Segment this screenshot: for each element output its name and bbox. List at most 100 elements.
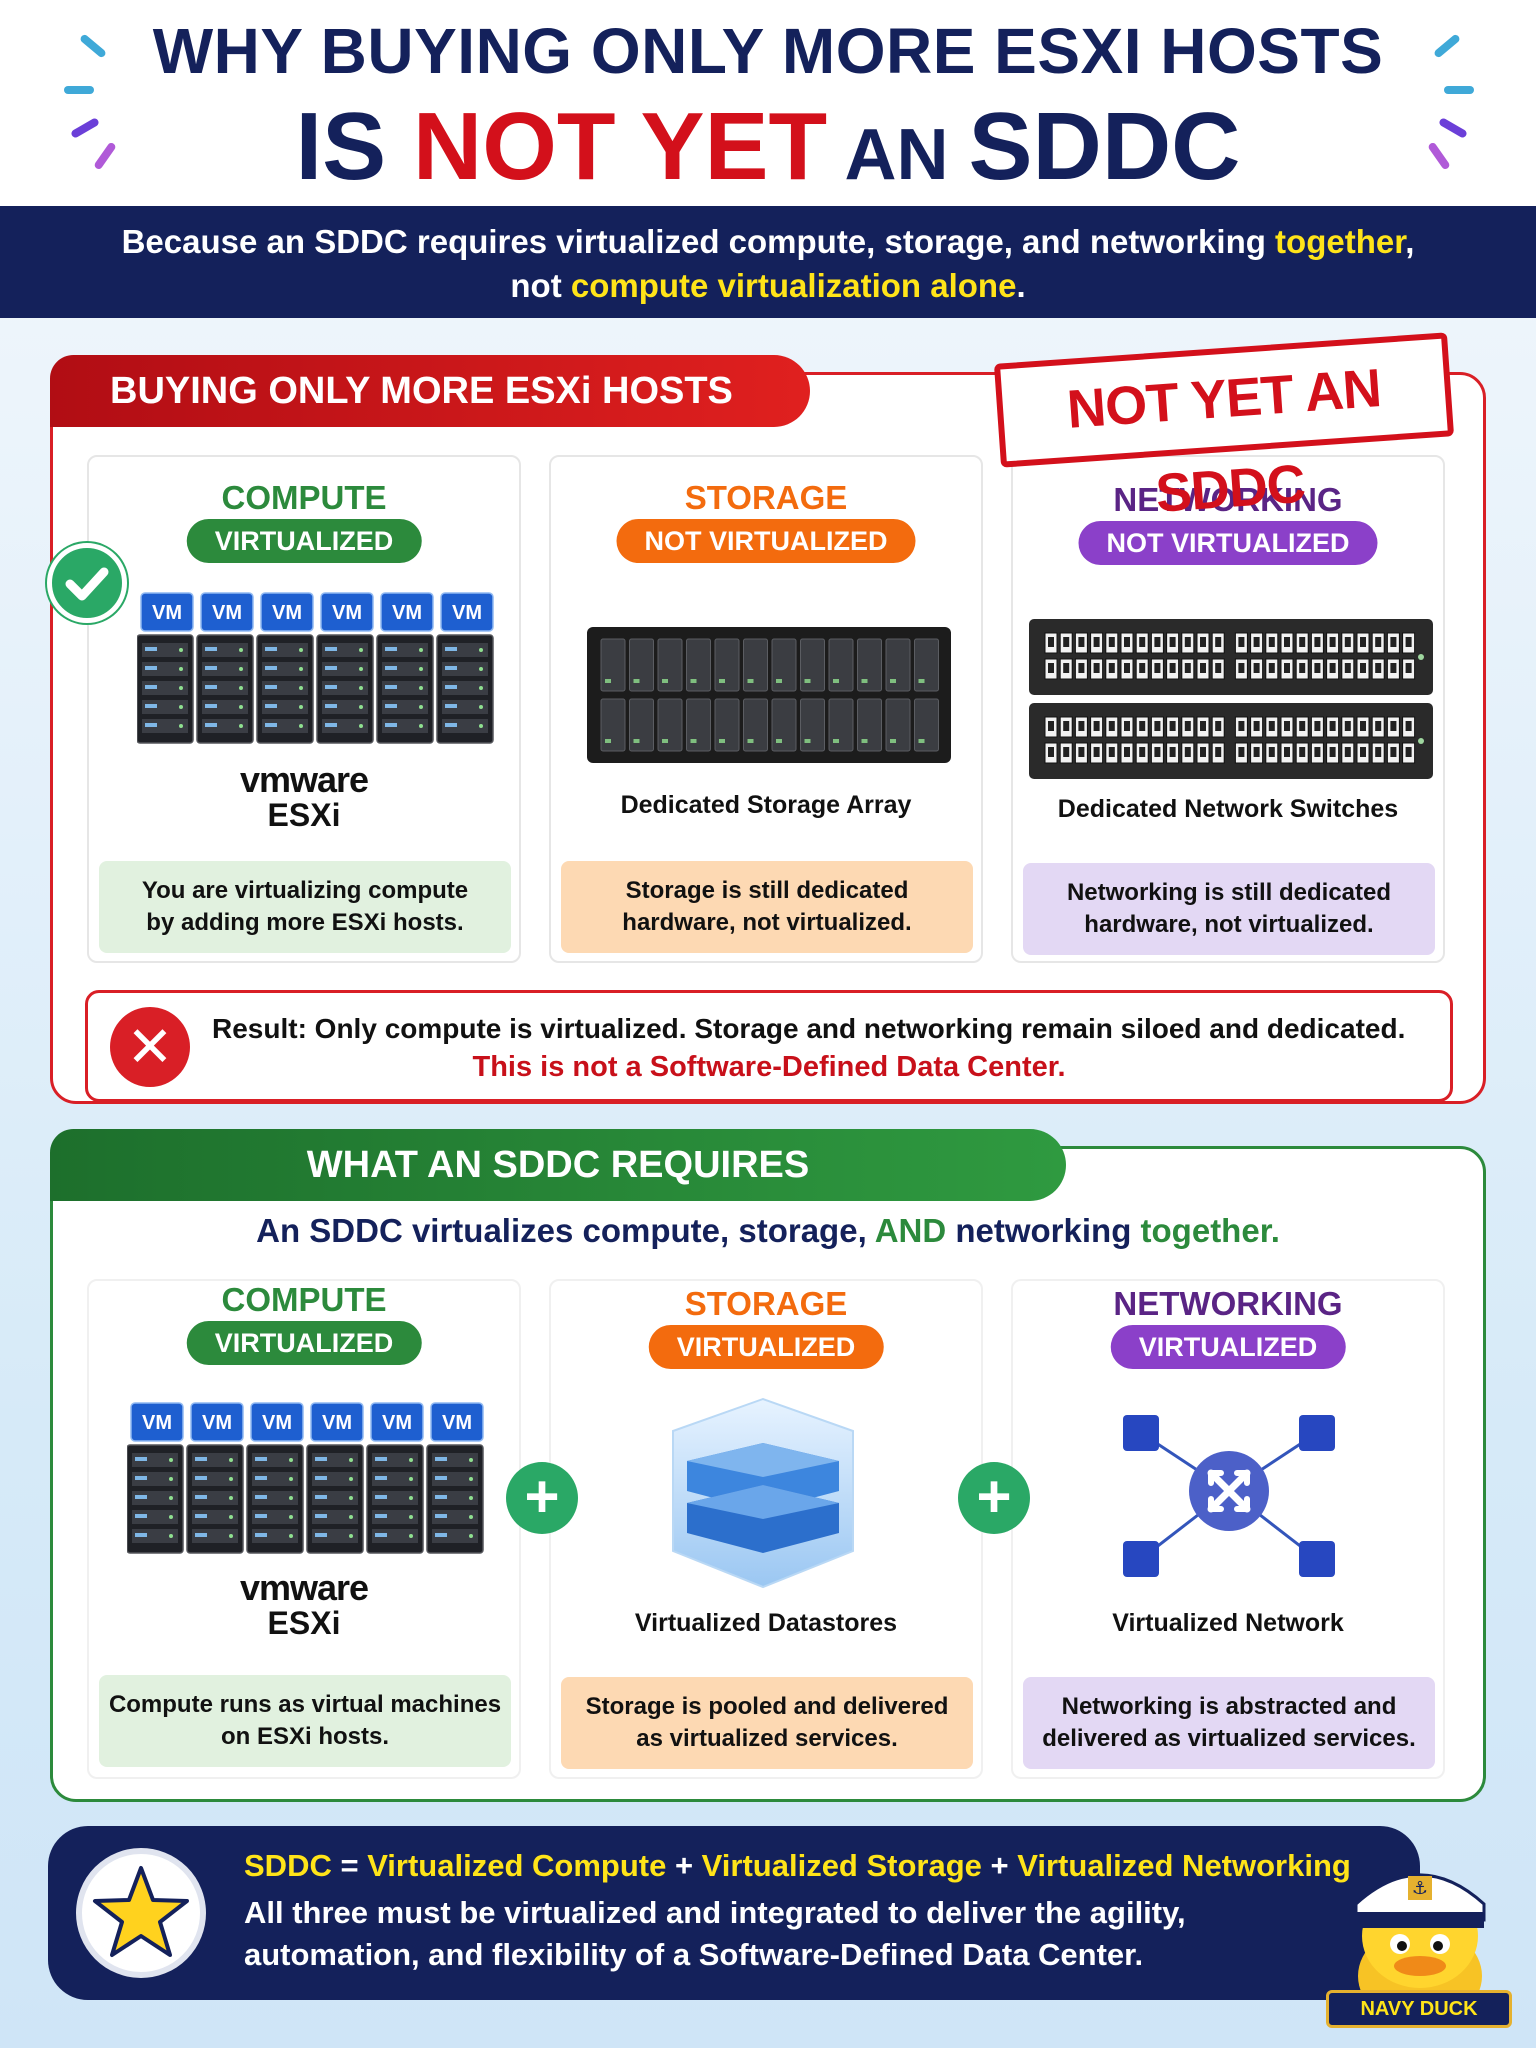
banner-highlight: together	[1275, 223, 1406, 260]
footer-summary: SDDC = Virtualized Compute + Virtualized…	[48, 1826, 1420, 2000]
networking-status-pill: NOT VIRTUALIZED	[1078, 521, 1378, 565]
vm-label: VM	[322, 1412, 352, 1434]
vm-label: VM	[382, 1412, 412, 1434]
networking-caption-2: Virtualized Network	[1112, 1609, 1344, 1637]
section-what-sddc-requires: WHAT AN SDDC REQUIRES COMPUTE VIRTUALIZE…	[50, 1129, 1486, 1802]
eq-compute: Virtualized Compute	[367, 1848, 667, 1883]
storage-array-icon	[587, 627, 951, 763]
esxi-wordmark: ESXi	[267, 797, 341, 833]
banner-highlight: compute virtualization alone	[570, 267, 1017, 304]
vmware-wordmark: vmware	[239, 1567, 369, 1608]
vm-label: VM	[212, 602, 242, 624]
vmware-esxi-logo: vmware ESXi	[89, 759, 519, 834]
storage-status-pill-2: VIRTUALIZED	[648, 1325, 884, 1369]
vmware-esxi-logo: vmware ESXi	[89, 1567, 519, 1642]
eq-sddc: SDDC	[244, 1848, 332, 1883]
footer-line-3: automation, and flexibility of a Softwar…	[244, 1937, 1144, 1972]
compute-description: You are virtualizing compute by adding m…	[99, 861, 511, 953]
storage-column: STORAGE NOT VIRTUALIZED Dedicated Storag…	[549, 455, 983, 963]
eq-op: +	[981, 1848, 1018, 1883]
storage-title: STORAGE	[684, 479, 848, 516]
storage-desc-line1: Storage is pooled and delivered	[585, 1693, 949, 1720]
check-icon	[47, 543, 127, 623]
subtitle-text: networking	[946, 1212, 1141, 1249]
compute-desc-line2: on ESXi hosts.	[220, 1723, 390, 1750]
compute-title: COMPUTE	[221, 479, 387, 516]
vm-label: VM	[272, 602, 302, 624]
storage-description: Storage is still dedicated hardware, not…	[561, 861, 973, 953]
eq-storage: Virtualized Storage	[701, 1848, 982, 1883]
plus-icon: +	[506, 1462, 578, 1534]
networking-status-pill-2: VIRTUALIZED	[1110, 1325, 1346, 1369]
networking-column-2: NETWORKING VIRTUALIZED Virtualized Netwo…	[1011, 1279, 1445, 1779]
banner-text: Because an SDDC requires virtualized com…	[121, 223, 1276, 260]
vmware-wordmark: vmware	[239, 759, 369, 800]
networking-desc-line2: hardware, not virtualized.	[1084, 911, 1374, 938]
storage-desc-line2: hardware, not virtualized.	[622, 909, 912, 936]
esxi-wordmark: ESXi	[267, 1605, 341, 1641]
banner-text: ,	[1405, 223, 1415, 260]
virtual-network-icon	[1123, 1415, 1335, 1577]
compute-desc-line1: You are virtualizing compute	[141, 877, 469, 904]
networking-desc-line2: delivered as virtualized services.	[1042, 1725, 1416, 1752]
vm-label: VM	[202, 1412, 232, 1434]
eq-networking: Virtualized Networking	[1017, 1848, 1351, 1883]
storage-desc-line1: Storage is still dedicated	[625, 877, 909, 904]
vm-label: VM	[142, 1412, 172, 1434]
networking-desc-line1: Networking is still dedicated	[1066, 879, 1392, 906]
section-2-subtitle: An SDDC virtualizes compute, storage, AN…	[0, 1212, 1536, 1250]
decor-dash	[64, 86, 94, 94]
vm-label: VM	[262, 1412, 292, 1434]
svg-text:⚓: ⚓	[1412, 1878, 1428, 1899]
title-is: IS	[295, 93, 413, 200]
star-icon	[76, 1848, 206, 1978]
networking-description: Networking is still dedicated hardware, …	[1023, 863, 1435, 955]
networking-title-2: NETWORKING	[1113, 1285, 1343, 1322]
banner-text: not	[510, 267, 571, 304]
section-1-tab: BUYING ONLY MORE ESXi HOSTS	[50, 355, 810, 427]
footer-line-2: All three must be virtualized and integr…	[244, 1895, 1186, 1930]
compute-column-2: COMPUTE VIRTUALIZED VM VM VM VM VM VM vmware …	[87, 1279, 521, 1779]
plus-icon: +	[958, 1462, 1030, 1534]
title-line-2: IS NOT YET AN SDDC	[0, 92, 1536, 202]
network-switch-icon	[1029, 619, 1433, 779]
server-rack-icon: VM VM VM VM VM VM	[127, 1402, 484, 1554]
networking-description-2: Networking is abstracted and delivered a…	[1023, 1677, 1435, 1769]
title-line-1: WHY BUYING ONLY MORE ESXI HOSTS	[152, 15, 1384, 87]
eq-op: +	[666, 1848, 702, 1883]
networking-caption: Dedicated Network Switches	[1057, 795, 1399, 823]
compute-status-pill-2: VIRTUALIZED	[186, 1321, 422, 1365]
vm-label: VM	[152, 602, 182, 624]
vm-label: VM	[442, 1412, 472, 1434]
storage-title-2: STORAGE	[684, 1285, 848, 1322]
compute-desc-line1: Compute runs as virtual machines	[108, 1691, 502, 1718]
storage-caption: Dedicated Storage Array	[620, 791, 912, 819]
title-sddc: SDDC	[968, 93, 1241, 200]
vm-label: VM	[332, 602, 362, 624]
banner-text: .	[1016, 267, 1026, 304]
title-an: AN	[827, 115, 969, 195]
storage-caption-2: Virtualized Datastores	[634, 1609, 898, 1637]
storage-column-2: STORAGE VIRTUALIZED Virtualized Datastor…	[549, 1279, 983, 1779]
result-line-1: Result: Only compute is virtualized. Sto…	[212, 1013, 1406, 1044]
compute-status-pill: VIRTUALIZED	[186, 519, 422, 563]
section-2-tab: WHAT AN SDDC REQUIRES	[50, 1129, 1066, 1201]
result-box: ✕ Result: Only compute is virtualized. S…	[85, 990, 1453, 1102]
subtitle-banner: Because an SDDC requires virtualized com…	[0, 206, 1536, 318]
navy-duck-label: NAVY DUCK	[1326, 1990, 1512, 2028]
storage-status-pill: NOT VIRTUALIZED	[616, 519, 916, 563]
storage-desc-line2: as virtualized services.	[636, 1725, 898, 1752]
datastore-cube-icon	[672, 1397, 854, 1589]
vm-label: VM	[452, 602, 482, 624]
eq-op: =	[331, 1848, 368, 1883]
result-line-2: This is not a Software-Defined Data Cent…	[472, 1051, 1066, 1083]
networking-desc-line1: Networking is abstracted and	[1061, 1693, 1397, 1720]
subtitle-highlight: together.	[1140, 1212, 1280, 1249]
close-icon: ✕	[110, 1007, 190, 1087]
footer-description: All three must be virtualized and integr…	[244, 1892, 1186, 1976]
compute-desc-line2: by adding more ESXi hosts.	[146, 909, 464, 936]
networking-title: NETWORKING	[1013, 481, 1443, 519]
compute-title-2: COMPUTE	[221, 1281, 387, 1318]
